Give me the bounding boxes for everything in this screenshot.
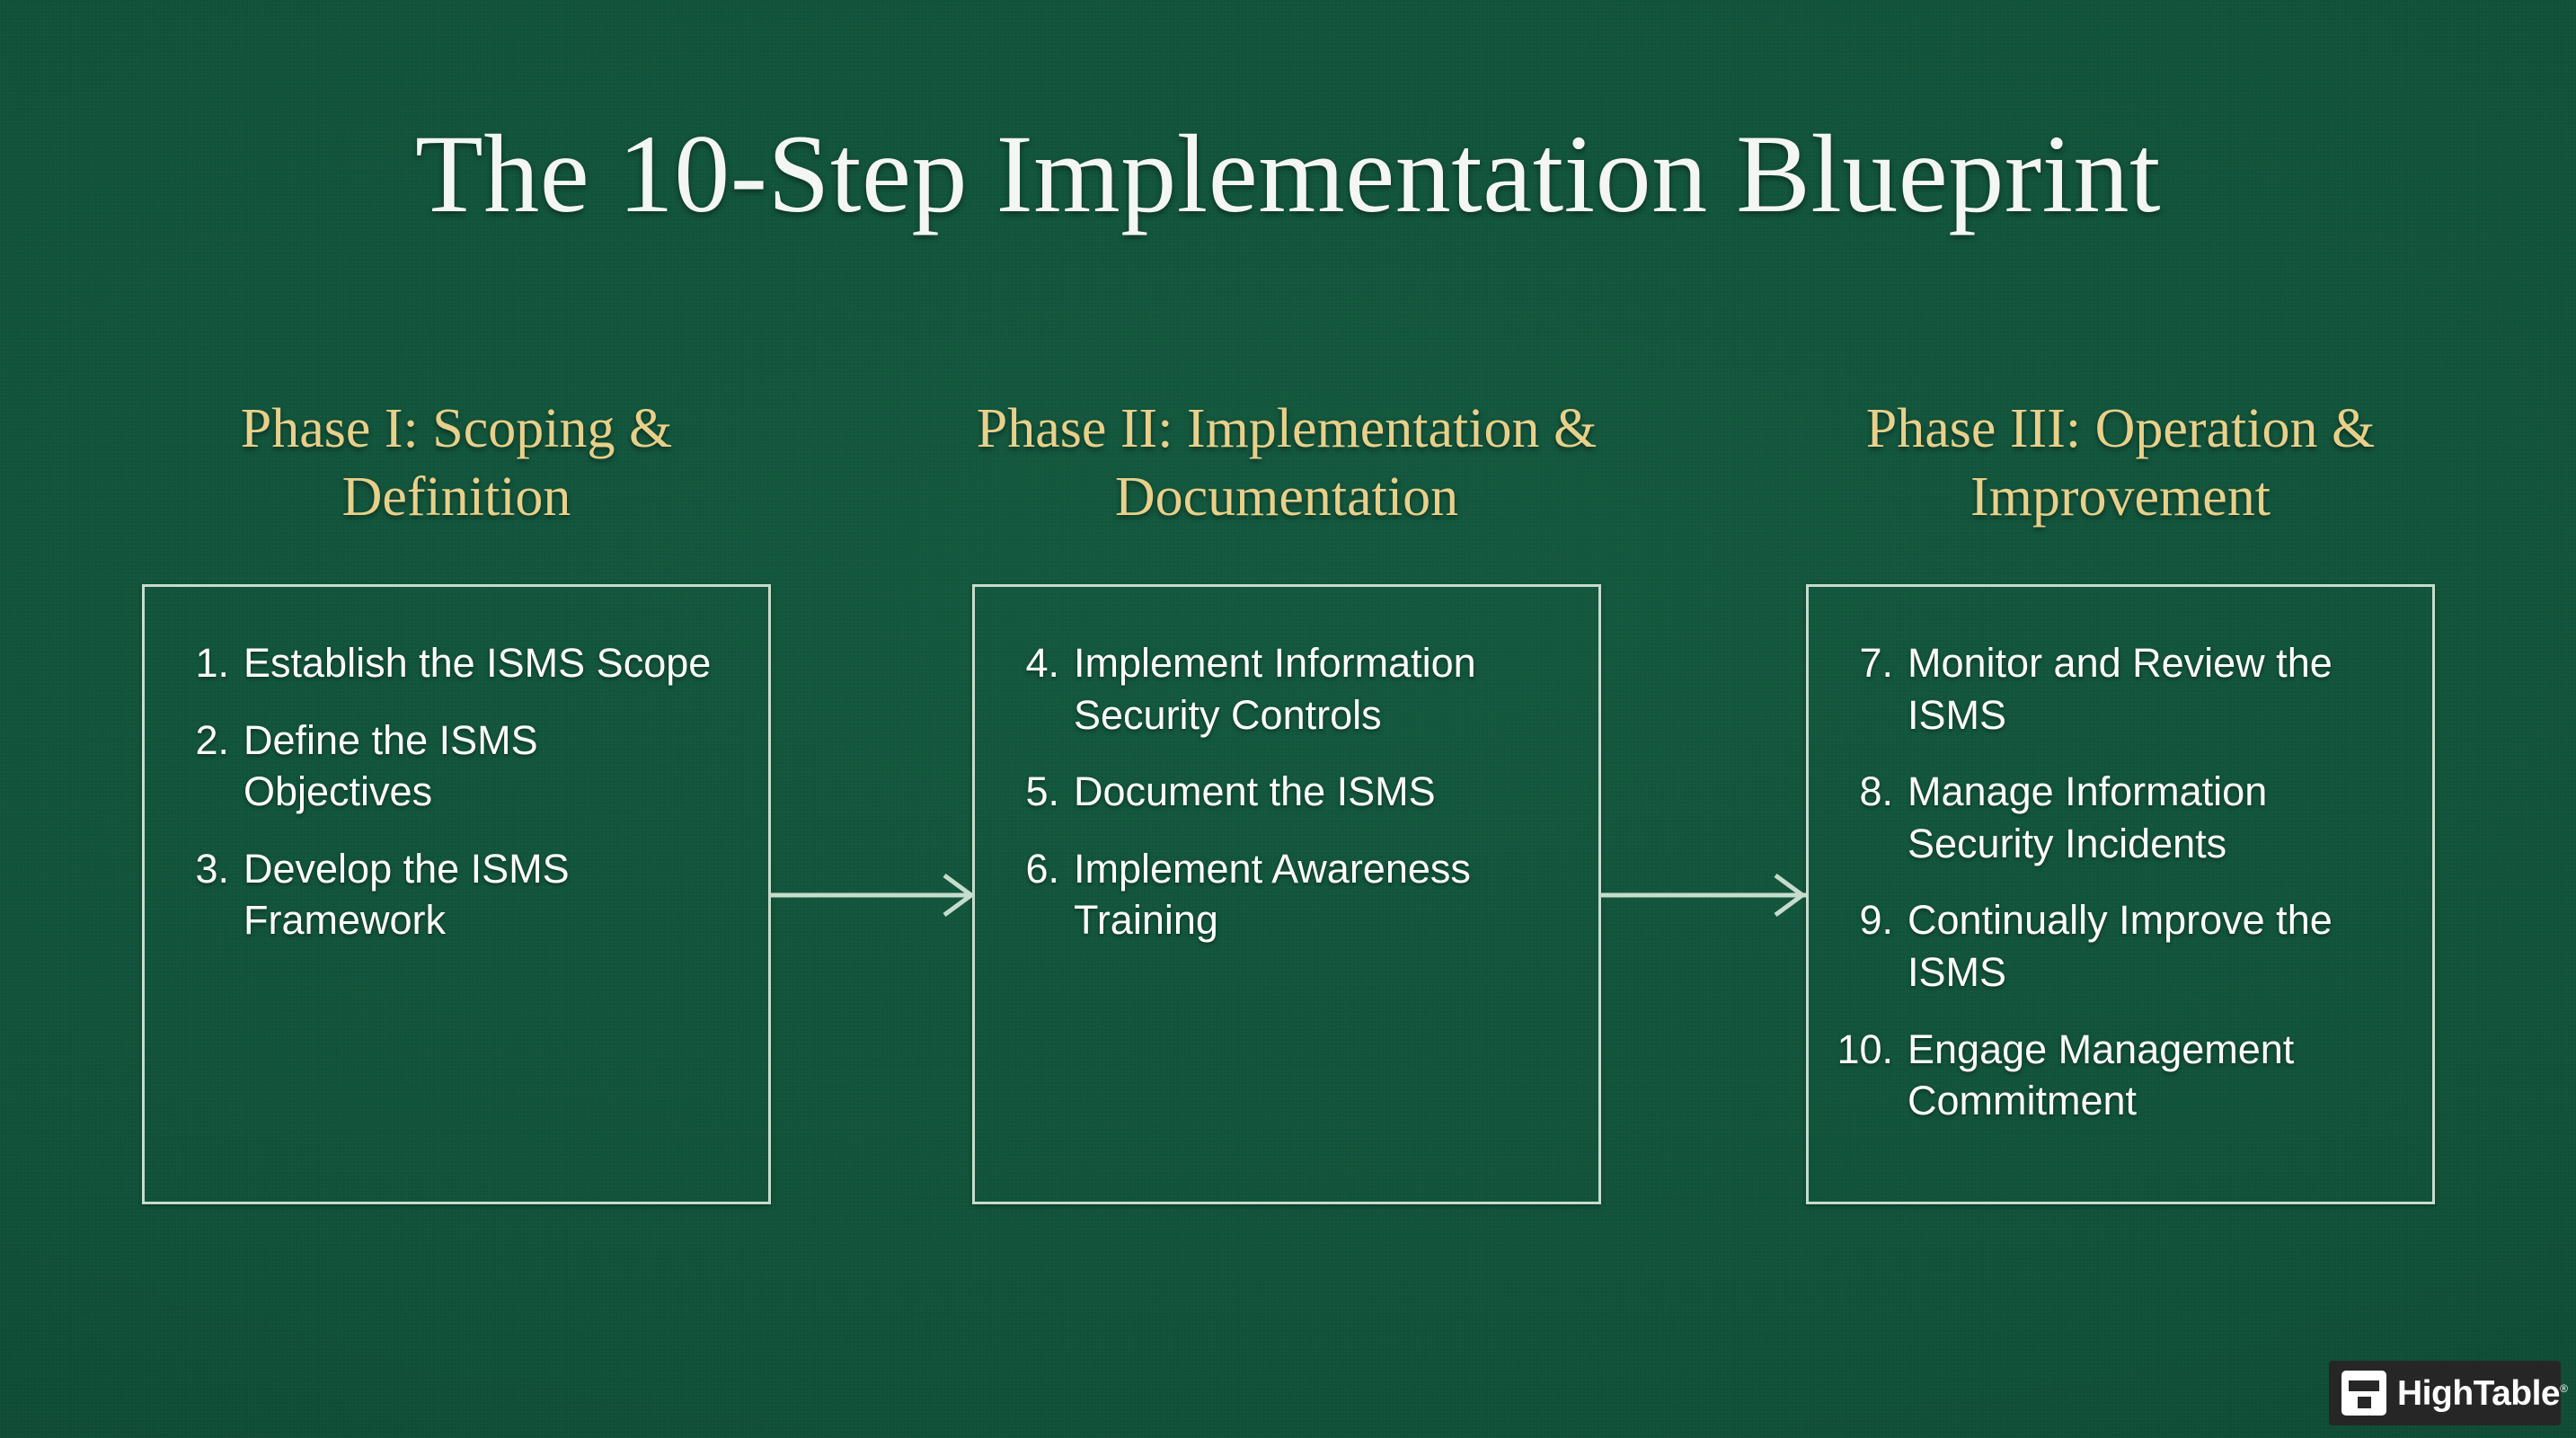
list-item: 3. Develop the ISMS Framework <box>161 843 738 946</box>
list-item: 5. Document the ISMS <box>991 766 1568 818</box>
phase-column-2: Phase II: Implementation & Documentation <box>972 395 1601 532</box>
phase-2-step-box: 4. Implement Information Security Contro… <box>972 584 1601 1204</box>
list-item: 4. Implement Information Security Contro… <box>991 637 1568 741</box>
registered-trademark-mark: ® <box>2560 1381 2568 1395</box>
step-number: 5. <box>1025 768 1059 815</box>
list-item: 7. Monitor and Review the ISMS <box>1825 637 2402 741</box>
logo-wordmark: HighTable® <box>2397 1373 2568 1413</box>
step-text: Define the ISMS Objectives <box>243 716 538 815</box>
phase-heading-3: Phase III: Operation & Improvement <box>1865 398 2376 528</box>
step-text: Continually Improve the ISMS <box>1908 897 2333 995</box>
step-number: 6. <box>1025 845 1059 892</box>
hightable-mark-icon <box>2341 1371 2386 1416</box>
arrow-phase1-to-phase2-icon <box>768 870 977 920</box>
step-number: 7. <box>1859 640 1893 686</box>
step-text: Manage Information Security Incidents <box>1908 768 2268 866</box>
step-text: Establish the ISMS Scope <box>243 640 712 686</box>
step-number: 10. <box>1837 1025 1893 1072</box>
phase-1-step-box: 1. Establish the ISMS Scope 2. Define th… <box>142 584 771 1204</box>
list-item: 1. Establish the ISMS Scope <box>161 637 738 689</box>
phase-3-step-box: 7. Monitor and Review the ISMS 8. Manage… <box>1806 584 2435 1204</box>
list-item: 2. Define the ISMS Objectives <box>161 715 738 818</box>
phase-3-step-list: 7. Monitor and Review the ISMS 8. Manage… <box>1809 587 2432 1127</box>
list-item: 9. Continually Improve the ISMS <box>1825 894 2402 998</box>
list-item: 8. Manage Information Security Incidents <box>1825 766 2402 869</box>
phase-heading-1: Phase I: Scoping & Definition <box>240 398 673 528</box>
step-text: Engage Management Commitment <box>1908 1025 2295 1124</box>
phase-1-step-list: 1. Establish the ISMS Scope 2. Define th… <box>145 587 768 946</box>
step-number: 4. <box>1025 640 1059 686</box>
phase-2-step-list: 4. Implement Information Security Contro… <box>975 587 1598 946</box>
step-text: Implement Awareness Training <box>1074 845 1471 944</box>
phase-heading-2: Phase II: Implementation & Documentation <box>976 398 1598 528</box>
phase-column-3: Phase III: Operation & Improvement <box>1806 395 2435 532</box>
page-title: The 10-Step Implementation Blueprint <box>414 112 2162 235</box>
logo-wordmark-text: HighTable <box>2397 1373 2561 1413</box>
list-item: 10. Engage Management Commitment <box>1825 1024 2402 1127</box>
step-text: Monitor and Review the ISMS <box>1908 640 2333 738</box>
step-number: 9. <box>1859 897 1893 944</box>
list-item: 6. Implement Awareness Training <box>991 843 1568 946</box>
step-number: 2. <box>195 716 229 763</box>
hightable-logo: HighTable® <box>2329 1361 2568 1425</box>
logo-bar-shape <box>2349 1380 2379 1391</box>
step-text: Implement Information Security Controls <box>1074 640 1476 738</box>
arrow-phase2-to-phase3-icon <box>1599 870 1808 920</box>
logo-square-shape <box>2358 1397 2371 1408</box>
step-text: Develop the ISMS Framework <box>243 845 570 944</box>
step-number: 8. <box>1859 768 1893 815</box>
step-number: 1. <box>195 640 229 686</box>
step-number: 3. <box>195 845 229 892</box>
step-text: Document the ISMS <box>1074 768 1436 815</box>
phase-column-1: Phase I: Scoping & Definition <box>142 395 771 532</box>
